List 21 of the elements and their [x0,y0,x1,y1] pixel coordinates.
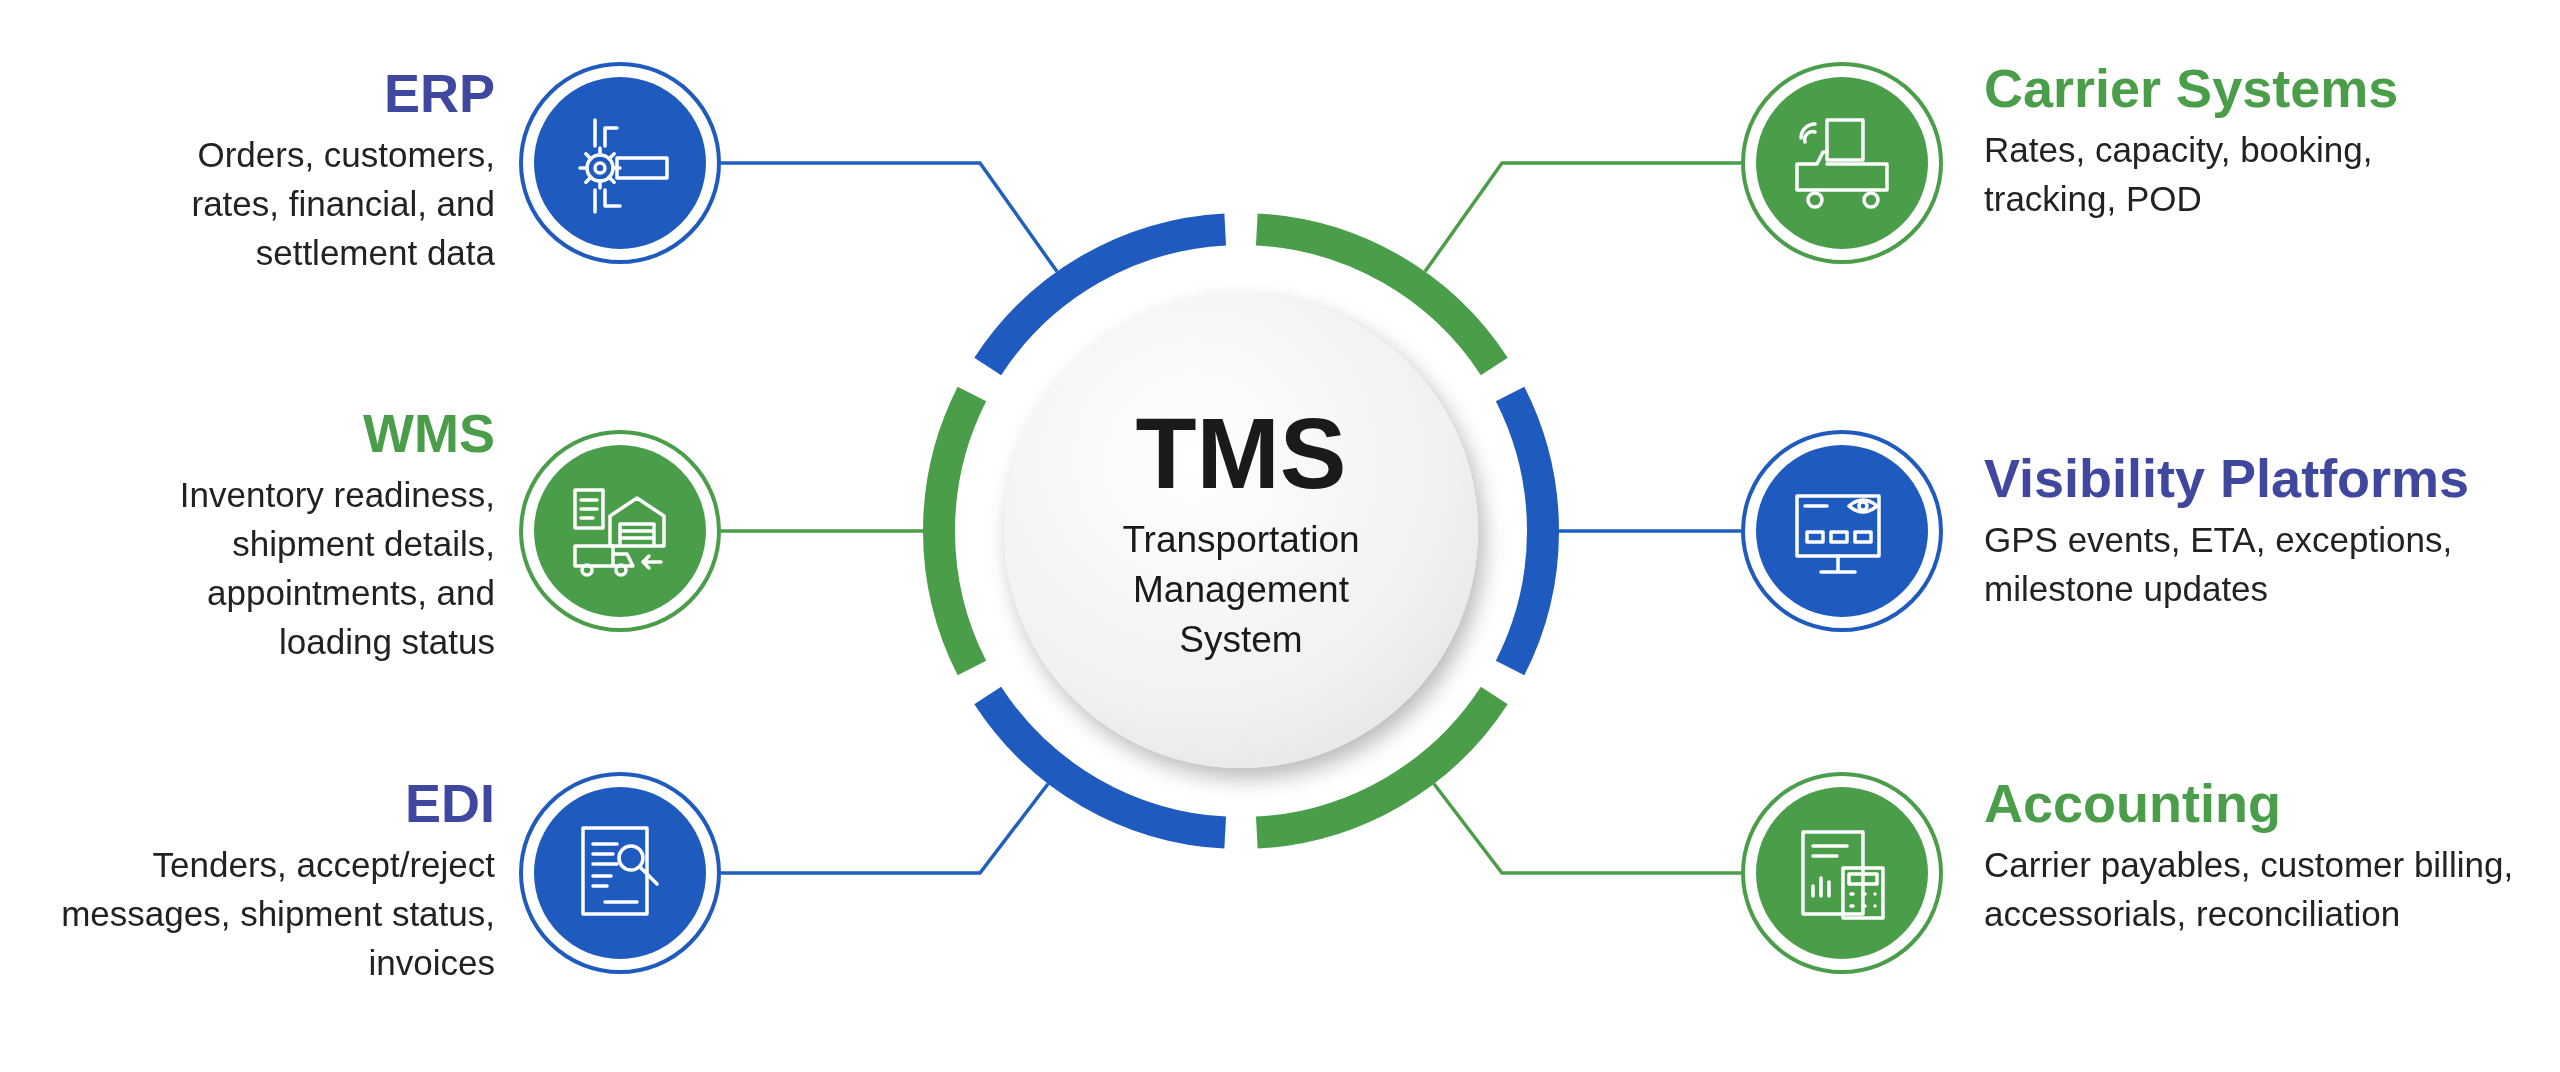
connector-line [721,161,1059,273]
connector-line [1432,782,1741,875]
heading: EDI [404,772,495,835]
heading: WMS [363,402,495,465]
connector-line [721,529,923,533]
hub-ring [923,213,1559,849]
connector-line [1423,161,1741,273]
hub-subtitle: Transportation Management System [1121,518,1361,662]
description: Inventory readiness, shipment details, appointments, and loading status [178,474,495,663]
connector-line [1559,529,1741,533]
connector-line [721,782,1050,875]
description: GPS events, ETA, exceptions, milestone updates [1984,519,2454,610]
description: Rates, capacity, booking, tracking, POD [1984,129,2374,220]
heading: Carrier Systems [1984,57,2399,120]
heading: Visibility Platforms [1984,447,2470,510]
description: Tenders, accept/reject messages, shipment status, invoices [60,844,495,984]
description: Orders, customers, rates, financial, and settlement data [190,134,495,274]
hub-title: TMS [1135,397,1347,509]
description: Carrier payables, customer billing, accessorials, reconciliation [1984,844,2515,935]
heading: ERP [383,62,495,125]
heading: Accounting [1984,772,2281,835]
